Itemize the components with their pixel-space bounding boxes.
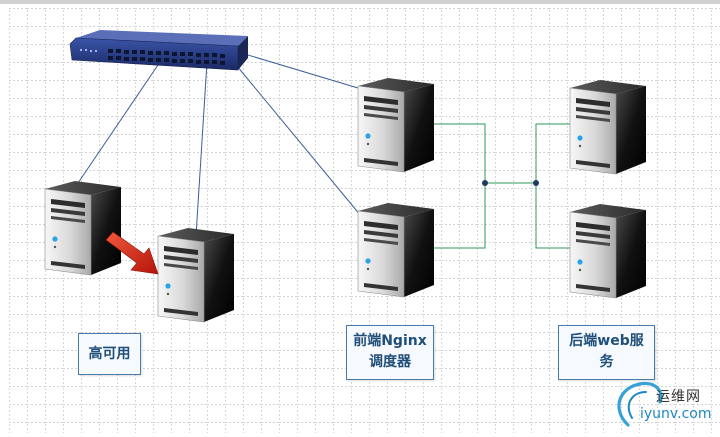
tower-server-icon-web-1: [569, 79, 647, 175]
label-nginx-line1: 前端Nginx: [353, 333, 427, 349]
tower-server-icon-ha-standby: [157, 227, 235, 323]
tower-server-icon-nginx-2: [357, 202, 435, 298]
link-switch-ha-server-2: [195, 61, 208, 237]
label-high-availability: 高可用: [78, 333, 141, 375]
junction-dot-left: [482, 180, 488, 186]
link-switch-nginx-1: [237, 51, 359, 89]
network-switch-icon: [69, 30, 248, 71]
label-high-availability-text: 高可用: [88, 346, 131, 362]
tower-server-icon-ha-primary: [44, 180, 122, 276]
swirl-logo-icon: [617, 381, 663, 427]
watermark-top-text: 运维网: [656, 389, 701, 405]
tower-server-icon-web-2: [569, 203, 647, 299]
link-switch-nginx-2: [231, 59, 367, 223]
failover-arrow-icon: [105, 231, 159, 275]
label-web-line1: 后端web服: [569, 333, 644, 349]
watermark-bottom-text: iyunv.com: [640, 406, 712, 422]
label-nginx-line2: 调度器: [369, 354, 411, 370]
tower-server-icon-nginx-1: [357, 77, 435, 173]
label-web-line2: 务: [599, 354, 614, 370]
junction-dot-right: [533, 180, 539, 186]
link-switch-ha-server-1: [77, 61, 161, 184]
label-backend-web: 后端web服 务: [558, 325, 655, 380]
label-nginx-scheduler: 前端Nginx 调度器: [346, 325, 434, 380]
page-top-border: [0, 0, 720, 4]
switch-links: [77, 51, 367, 237]
